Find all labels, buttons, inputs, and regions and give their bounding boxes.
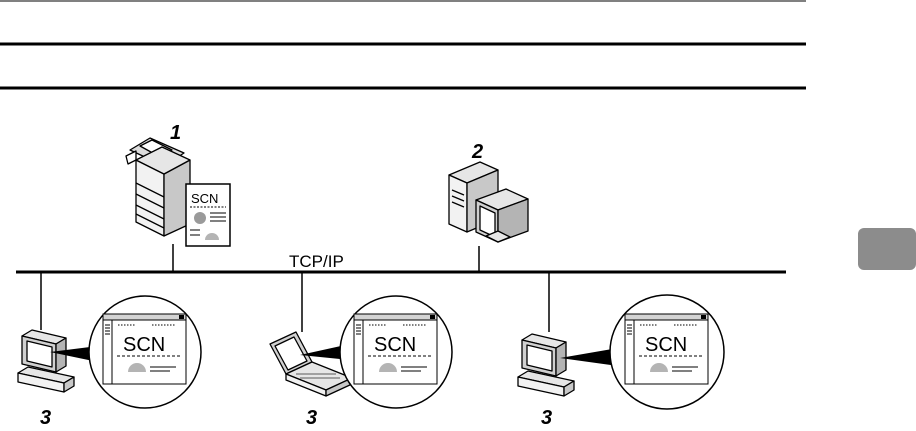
scanner-node: 1 SCN [126, 122, 230, 246]
laptop-computer-icon [270, 332, 352, 396]
scanner-icon [126, 138, 190, 236]
server-number: 2 [471, 141, 483, 163]
scanner-document-label: SCN [191, 191, 218, 206]
client-right-document-label: SCN [645, 334, 687, 356]
client-laptop-node: SCN 3 [270, 296, 452, 429]
server-node: 2 [449, 141, 528, 242]
scanner-number: 1 [170, 122, 181, 144]
client-desktop-left-node: SCN 3 [18, 296, 201, 429]
screen-window-icon: SCN [625, 314, 708, 384]
desktop-computer-icon [518, 334, 574, 396]
chapter-tab [858, 228, 916, 270]
client-right-number: 3 [541, 407, 552, 429]
client-laptop-document-label: SCN [374, 334, 416, 356]
client-laptop-number: 3 [306, 407, 317, 429]
server-icon [449, 162, 528, 242]
network-label: TCP/IP [289, 252, 344, 271]
desktop-computer-icon [18, 330, 74, 392]
screen-window-icon: SCN [103, 314, 186, 384]
screen-window-icon: SCN [354, 314, 437, 384]
scanned-document-icon: SCN [186, 184, 230, 246]
client-left-document-label: SCN [123, 334, 165, 356]
client-left-number: 3 [40, 407, 51, 429]
